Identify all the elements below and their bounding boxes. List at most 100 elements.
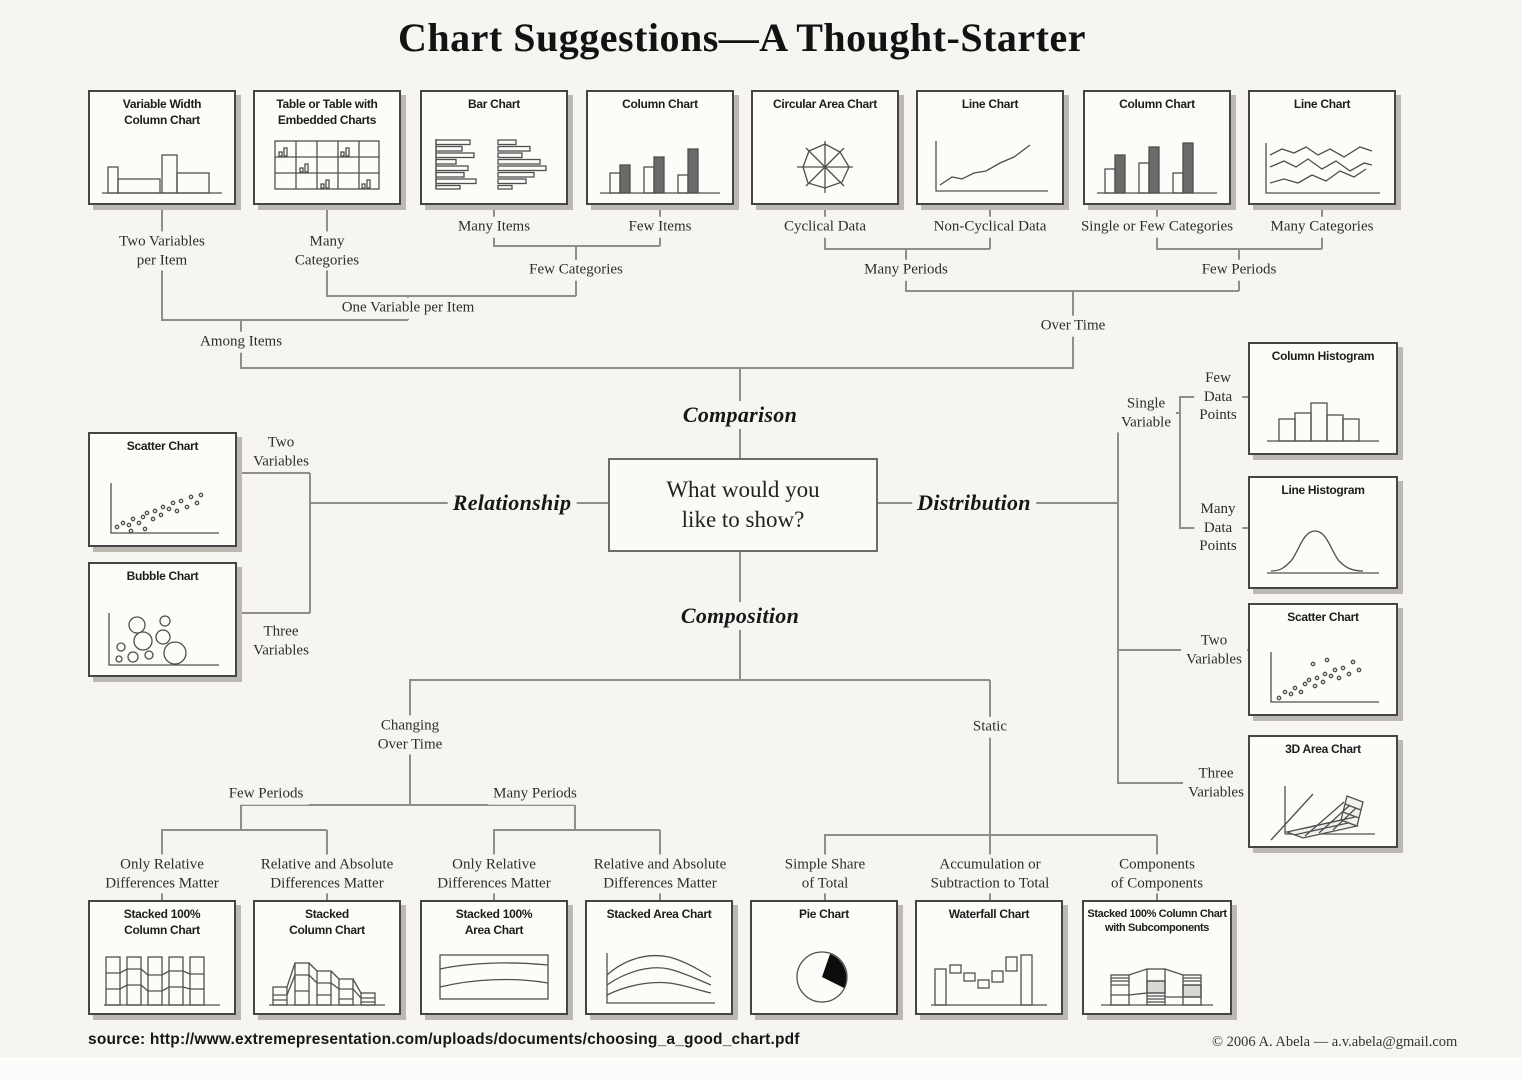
bar-chart-icon bbox=[435, 139, 547, 190]
chart-box-title: Line Chart bbox=[1293, 97, 1351, 111]
label-single-variable: Single Variable bbox=[1116, 393, 1176, 433]
connector-line bbox=[1117, 782, 1248, 784]
chart-box-stacked-area: Stacked Area Chart bbox=[585, 900, 733, 1015]
label-composition: Composition bbox=[675, 602, 805, 630]
label-comparison: Comparison bbox=[677, 401, 803, 429]
label-single-or-few-categories: Single or Few Categories bbox=[1075, 216, 1239, 238]
chart-box-title: Line Chart bbox=[961, 97, 1019, 111]
chart-box-title: 3D Area Chart bbox=[1285, 742, 1361, 756]
page-title: Chart Suggestions—A Thought-Starter bbox=[398, 15, 1086, 60]
chart-box-column-single-few: Column Chart bbox=[1083, 90, 1231, 205]
column-chart-icon bbox=[600, 148, 720, 194]
chart-box-stacked-100-column: Stacked 100% Column Chart bbox=[88, 900, 236, 1015]
connector-line bbox=[1179, 397, 1181, 528]
line-histogram-icon bbox=[1267, 530, 1379, 574]
label-many-items: Many Items bbox=[452, 216, 536, 238]
chart-box-title: Scatter Chart bbox=[1287, 610, 1359, 624]
label-two-variables-per-item: Two Variables per Item bbox=[114, 231, 210, 271]
variable-width-column-chart-icon bbox=[102, 154, 222, 194]
chart-box-title: Stacked 100% Area Chart bbox=[455, 907, 533, 937]
connector-line bbox=[309, 473, 311, 613]
chart-box-waterfall: Waterfall Chart bbox=[915, 900, 1063, 1015]
chart-box-title: Column Histogram bbox=[1271, 349, 1375, 363]
label-relative-absolute-1: Relative and Absolute Differences Matter bbox=[255, 854, 399, 894]
label-only-relative-2: Only Relative Differences Matter bbox=[432, 854, 556, 894]
table-embedded-charts-icon bbox=[274, 140, 380, 190]
connector-line bbox=[409, 679, 990, 681]
copyright-text: © 2006 A. Abela — a.v.abela@gmail.com bbox=[1212, 1034, 1458, 1050]
label-many-categories: Many Categories bbox=[289, 231, 365, 271]
chart-box-circular-area: Circular Area Chart bbox=[751, 90, 899, 205]
chart-box-title: Column Chart bbox=[622, 97, 698, 111]
connector-line bbox=[905, 290, 1239, 292]
label-three-variables-left: Three Variables bbox=[248, 621, 314, 661]
connector-line bbox=[824, 834, 1157, 836]
chart-box-title: Table or Table with Embedded Charts bbox=[276, 97, 378, 127]
label-relationship: Relationship bbox=[447, 489, 577, 517]
chart-box-title: Pie Chart bbox=[799, 907, 849, 921]
chart-box-title: Stacked 100% Column Chart with Subcompon… bbox=[1087, 908, 1227, 935]
connector-line bbox=[237, 612, 310, 614]
label-over-time: Over Time bbox=[1035, 315, 1111, 337]
chart-box-stacked-100-subcomponents: Stacked 100% Column Chart with Subcompon… bbox=[1082, 900, 1232, 1015]
column-histogram-icon bbox=[1267, 402, 1379, 442]
stacked-100-area-chart-icon bbox=[439, 954, 549, 1000]
line-chart-icon bbox=[935, 141, 1048, 192]
connector-line bbox=[326, 295, 576, 297]
connector-line bbox=[237, 472, 310, 474]
label-among-items: Among Items bbox=[194, 331, 288, 353]
label-three-variables-right: Three Variables bbox=[1183, 763, 1249, 803]
chart-box-table-embedded: Table or Table with Embedded Charts bbox=[253, 90, 401, 205]
scatter-chart-icon bbox=[109, 483, 219, 534]
label-one-variable-per-item: One Variable per Item bbox=[336, 297, 480, 319]
label-many-data-points: Many Data Points bbox=[1194, 499, 1242, 557]
question-text: What would you like to show? bbox=[666, 477, 820, 532]
chart-box-variable-width-column: Variable Width Column Chart bbox=[88, 90, 236, 205]
label-simple-share: Simple Share of Total bbox=[779, 854, 871, 894]
connector-line bbox=[161, 319, 408, 321]
chart-box-title: Stacked 100% Column Chart bbox=[123, 907, 201, 937]
chart-box-scatter-distribution: Scatter Chart bbox=[1248, 603, 1398, 716]
column-chart-icon bbox=[1097, 142, 1217, 194]
connector-line bbox=[1117, 413, 1119, 783]
connector-line bbox=[493, 829, 660, 831]
chart-box-line-non-cyclical: Line Chart bbox=[916, 90, 1064, 205]
chart-box-line-many-categories: Line Chart bbox=[1248, 90, 1396, 205]
question-box: What would you like to show? bbox=[608, 458, 878, 552]
chart-box-line-histogram: Line Histogram bbox=[1248, 476, 1398, 589]
label-distribution: Distribution bbox=[912, 489, 1036, 517]
chart-box-title: Stacked Area Chart bbox=[606, 907, 712, 921]
circular-area-chart-icon bbox=[797, 141, 853, 193]
label-relative-absolute-2: Relative and Absolute Differences Matter bbox=[588, 854, 732, 894]
connector-line bbox=[493, 245, 660, 247]
chart-box-title: Stacked Column Chart bbox=[289, 907, 365, 937]
chart-box-title: Bar Chart bbox=[468, 97, 520, 111]
label-changing-over-time: Changing Over Time bbox=[372, 715, 448, 755]
stacked-100-column-chart-icon bbox=[104, 956, 220, 1006]
connector-line bbox=[989, 680, 991, 900]
label-accumulation: Accumulation or Subtraction to Total bbox=[925, 854, 1055, 894]
chart-box-pie: Pie Chart bbox=[750, 900, 898, 1015]
connector-line bbox=[240, 805, 242, 830]
chart-box-title: Circular Area Chart bbox=[773, 97, 877, 111]
stacked-area-chart-icon bbox=[606, 953, 715, 1004]
label-many-periods-bottom: Many Periods bbox=[488, 783, 582, 805]
chart-box-title: Bubble Chart bbox=[126, 569, 199, 583]
chart-box-column-few-items: Column Chart bbox=[586, 90, 734, 205]
label-many-categories-right: Many Categories bbox=[1265, 216, 1379, 238]
multi-line-chart-icon bbox=[1265, 143, 1380, 194]
label-few-periods: Few Periods bbox=[1196, 259, 1282, 281]
chart-box-title: Variable Width Column Chart bbox=[122, 97, 202, 127]
connector-line bbox=[574, 805, 576, 830]
label-few-data-points: Few Data Points bbox=[1194, 368, 1242, 426]
label-components: Components of Components bbox=[1105, 854, 1209, 894]
label-two-variables-left: Two Variables bbox=[248, 432, 314, 472]
connector-line bbox=[824, 248, 990, 250]
connector-line bbox=[240, 804, 575, 806]
connector-line bbox=[1156, 248, 1322, 250]
chart-box-3d-area: 3D Area Chart bbox=[1248, 735, 1398, 848]
label-many-periods: Many Periods bbox=[859, 259, 953, 281]
connector-line bbox=[240, 367, 1074, 369]
bottom-strip bbox=[0, 1057, 1522, 1080]
